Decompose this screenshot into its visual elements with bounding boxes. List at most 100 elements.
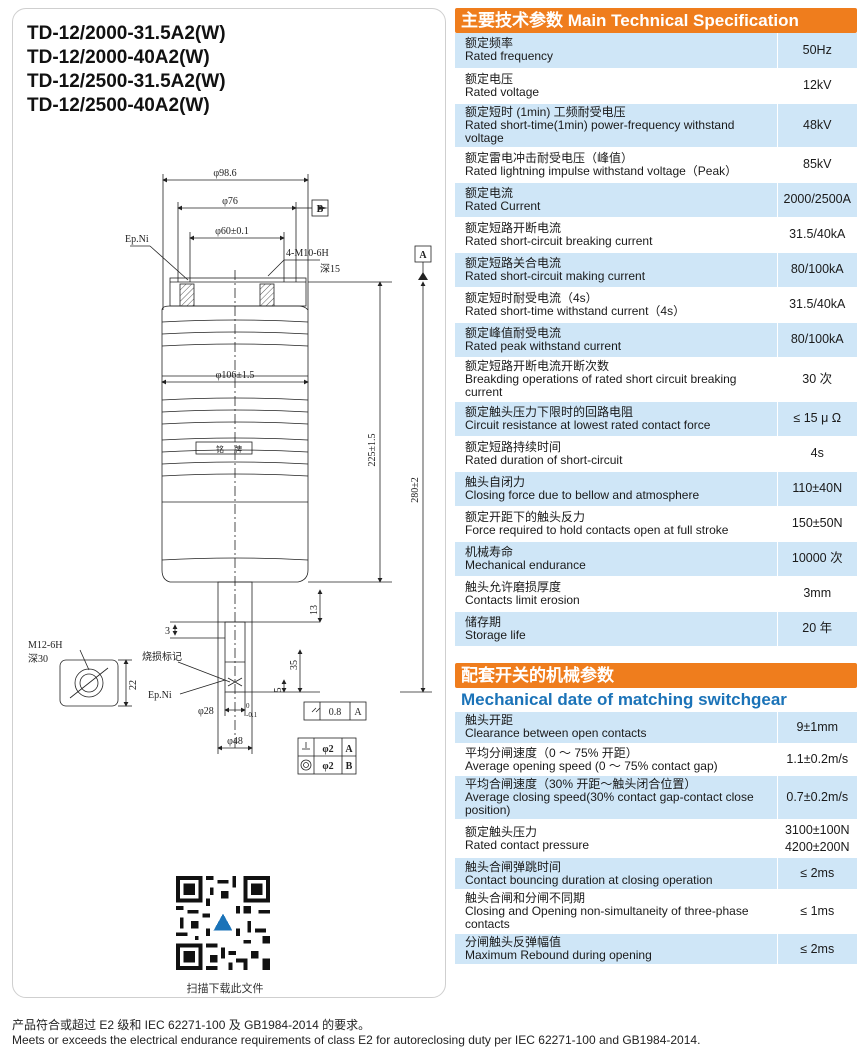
tol-parallel-ref: A bbox=[354, 707, 362, 718]
spec-name-en: Rated short-circuit making current bbox=[465, 268, 646, 283]
spec-name-zh: 触头合闸弹跳时间 bbox=[465, 859, 562, 874]
spec-name-zh: 额定短时 (1min) 工频耐受电压 bbox=[465, 104, 626, 119]
dim-5: 5 bbox=[273, 688, 284, 693]
spec-value-text: ≤ 15 μ Ω bbox=[793, 411, 842, 425]
spec-value: 0.7±0.2m/s bbox=[776, 775, 857, 820]
spec-name-zh: 储存期 bbox=[465, 614, 502, 629]
spec-value: 4s bbox=[776, 436, 857, 472]
spec-value: 31.5/40kA bbox=[776, 217, 857, 253]
spec-name: 额定短时耐受电流（4s）Rated short-time withstand c… bbox=[455, 287, 777, 323]
spec-name-zh: 额定频率 bbox=[465, 36, 514, 51]
model-name: TD-12/2500-31.5A2(W) bbox=[27, 71, 226, 92]
spec-name-zh: 额定触头压力 bbox=[465, 824, 538, 839]
spec-value: 1.1±0.2m/s bbox=[776, 743, 857, 776]
nameplate-char-1: 铭 bbox=[216, 444, 224, 454]
spec-value-text: 80/100kA bbox=[790, 262, 844, 276]
spec-column: 主要技术参数 Main Technical Specification 额定频率… bbox=[455, 8, 857, 965]
spec-value-text: ≤ 2ms bbox=[800, 941, 835, 956]
spec-name-zh: 额定短路开断电流 bbox=[465, 220, 562, 235]
spec-name-en: Circuit resistance at lowest rated conta… bbox=[465, 417, 711, 432]
spec-name-en: Mechanical endurance bbox=[465, 557, 586, 572]
spec-name-en: Rated duration of short-circuit bbox=[465, 452, 623, 467]
spec-name-zh: 机械寿命 bbox=[465, 544, 514, 559]
spec-value-text: ≤ 1ms bbox=[800, 904, 835, 918]
spec-value-text: 110±40N bbox=[792, 481, 843, 495]
spec-name-en: Rated voltage bbox=[465, 84, 540, 99]
datum-b: B bbox=[317, 204, 324, 215]
spec-name-zh: 平均分闸速度（0 ～ 75% 开距） bbox=[465, 745, 638, 760]
dim-d106: φ106±1.5 bbox=[216, 370, 255, 381]
spec-value: 30 次 bbox=[776, 357, 857, 402]
spec-value: 85kV bbox=[776, 147, 857, 183]
tol-perp-value: φ2 bbox=[322, 744, 333, 755]
dim-d98: φ98.6 bbox=[213, 168, 236, 179]
spec-value-text: 20 年 bbox=[802, 621, 833, 635]
spec-value-text: 4200±200N bbox=[784, 839, 850, 854]
dim-d76: φ76 bbox=[222, 196, 238, 207]
qr-code-icon[interactable] bbox=[176, 876, 270, 970]
spec-value-text: ≤ 2ms bbox=[800, 866, 835, 880]
spec-value-text: 4s bbox=[810, 446, 824, 460]
model-list: TD-12/2000-31.5A2(W) TD-12/2000-40A2(W) … bbox=[27, 22, 226, 118]
spec-value-text: 2000/2500A bbox=[783, 192, 851, 206]
dim-3: 3 bbox=[165, 626, 170, 637]
dim-h225: 225±1.5 bbox=[367, 434, 378, 467]
spec-name-zh: 触头合闸和分闸不同期 bbox=[465, 891, 586, 905]
spec-row: 额定短时耐受电流（4s）Rated short-time withstand c… bbox=[455, 287, 857, 323]
nameplate-char-2: 牌 bbox=[234, 444, 242, 454]
spec-value: 50Hz bbox=[776, 33, 857, 69]
spec-value-text: 80/100kA bbox=[790, 332, 844, 346]
datum-a: A bbox=[419, 250, 427, 261]
spec-name-en: Force required to hold contacts open at … bbox=[465, 522, 729, 537]
model-name: TD-12/2500-40A2(W) bbox=[27, 95, 210, 116]
tol-perp-ref: A bbox=[345, 744, 353, 755]
spec-row: 额定雷电冲击耐受电压（峰值）Rated lightning impulse wi… bbox=[455, 147, 857, 183]
spec-value-text: 10000 次 bbox=[791, 551, 843, 565]
spec-name-en: Rated peak withstand current bbox=[465, 338, 622, 353]
spec-name-zh: 触头自闭力 bbox=[465, 474, 526, 489]
dim-d28: φ28 bbox=[198, 706, 214, 717]
spec-value: 12kV bbox=[776, 68, 857, 104]
tol-coax-ref: B bbox=[346, 761, 353, 772]
spec-value: 80/100kA bbox=[776, 322, 857, 358]
spec-value: 48kV bbox=[776, 103, 857, 148]
spec-value: 10000 次 bbox=[776, 541, 857, 577]
spec-name-en: Rated short-time withstand current（4s） bbox=[465, 303, 686, 318]
dim-d28-tol-zero: 0 bbox=[246, 702, 250, 710]
main-spec-title: 主要技术参数 Main Technical Specification bbox=[455, 8, 857, 33]
spec-name-zh: 额定短时耐受电流（4s） bbox=[465, 290, 598, 305]
spec-name-zh: 分闸触头反弹幅值 bbox=[465, 935, 562, 949]
spec-value: 20 年 bbox=[776, 611, 857, 647]
spec-value-text: 3100±100N bbox=[784, 822, 850, 837]
spec-value-text: 48kV bbox=[803, 117, 832, 132]
spec-name-en: Closing and Opening non-simultaneity of … bbox=[465, 904, 749, 931]
spacer bbox=[455, 647, 857, 663]
dim-d28-tol: -0.1 bbox=[246, 711, 258, 719]
spec-value-text: 30 次 bbox=[802, 371, 833, 386]
spec-name-zh: 额定电流 bbox=[465, 185, 514, 200]
dim-depth15: 深15 bbox=[320, 263, 340, 275]
